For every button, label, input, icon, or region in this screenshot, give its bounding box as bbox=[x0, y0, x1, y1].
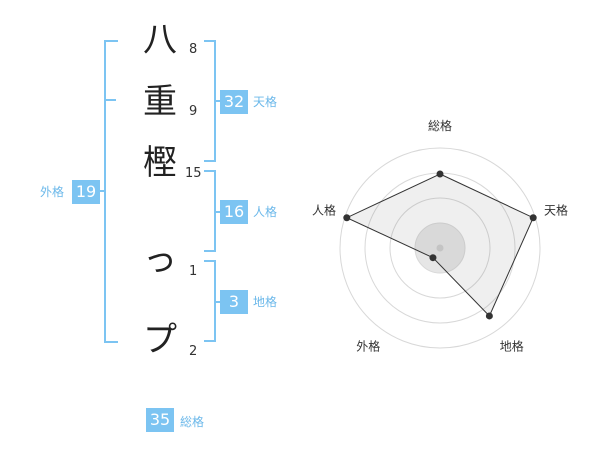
name-char-3: 樫 bbox=[143, 143, 177, 183]
name-char-4: っ bbox=[143, 240, 177, 280]
gaikaku-bracket-stem bbox=[100, 190, 104, 192]
jinkaku-bracket bbox=[204, 170, 216, 252]
radar-ring bbox=[339, 147, 541, 349]
name-char-2: 重 bbox=[143, 82, 177, 122]
chikaku-bracket bbox=[204, 260, 216, 342]
radar-point-1 bbox=[436, 170, 444, 178]
radar-point-4 bbox=[429, 254, 437, 262]
jinkaku-value: 16 bbox=[220, 200, 248, 224]
tenkaku-bracket-stem bbox=[216, 100, 220, 102]
gaikaku-value: 19 bbox=[72, 180, 100, 204]
jinkaku-label: 人格 bbox=[253, 205, 278, 219]
radar-ring bbox=[389, 197, 491, 299]
radar-axis-label-4: 外格 bbox=[356, 339, 380, 354]
stroke-count-1: 8 bbox=[189, 42, 198, 57]
radar-axis-label-5: 人格 bbox=[312, 202, 336, 217]
stroke-count-4: 1 bbox=[189, 264, 198, 279]
soukaku-value: 35 bbox=[146, 408, 174, 432]
name-char-1: 八 bbox=[143, 20, 177, 60]
tenkaku-label: 天格 bbox=[253, 95, 278, 109]
radar-axis-label-2: 天格 bbox=[544, 202, 568, 217]
gaikaku-label: 外格 bbox=[40, 185, 65, 199]
stroke-count-3: 15 bbox=[185, 166, 202, 181]
chikaku-bracket-stem bbox=[216, 301, 220, 303]
radar-axis-label-1: 総格 bbox=[428, 118, 452, 133]
radar-axis-label-3: 地格 bbox=[500, 339, 524, 354]
radar-area bbox=[345, 173, 534, 317]
radar-center bbox=[436, 244, 444, 252]
tenkaku-value: 32 bbox=[220, 90, 248, 114]
gaikaku-bracket-tick bbox=[106, 99, 116, 101]
chikaku-value: 3 bbox=[220, 290, 248, 314]
gaikaku-bracket bbox=[104, 40, 118, 343]
jinkaku-bracket-stem bbox=[216, 211, 220, 213]
radar-point-5 bbox=[343, 214, 351, 222]
radar-point-3 bbox=[485, 312, 493, 320]
soukaku-label: 総格 bbox=[180, 415, 205, 429]
tenkaku-bracket bbox=[204, 40, 216, 162]
name-char-5: プ bbox=[143, 320, 177, 360]
stroke-count-5: 2 bbox=[189, 344, 198, 359]
chikaku-label: 地格 bbox=[253, 295, 278, 309]
stroke-count-2: 9 bbox=[189, 104, 198, 119]
radar-point-2 bbox=[529, 214, 537, 222]
